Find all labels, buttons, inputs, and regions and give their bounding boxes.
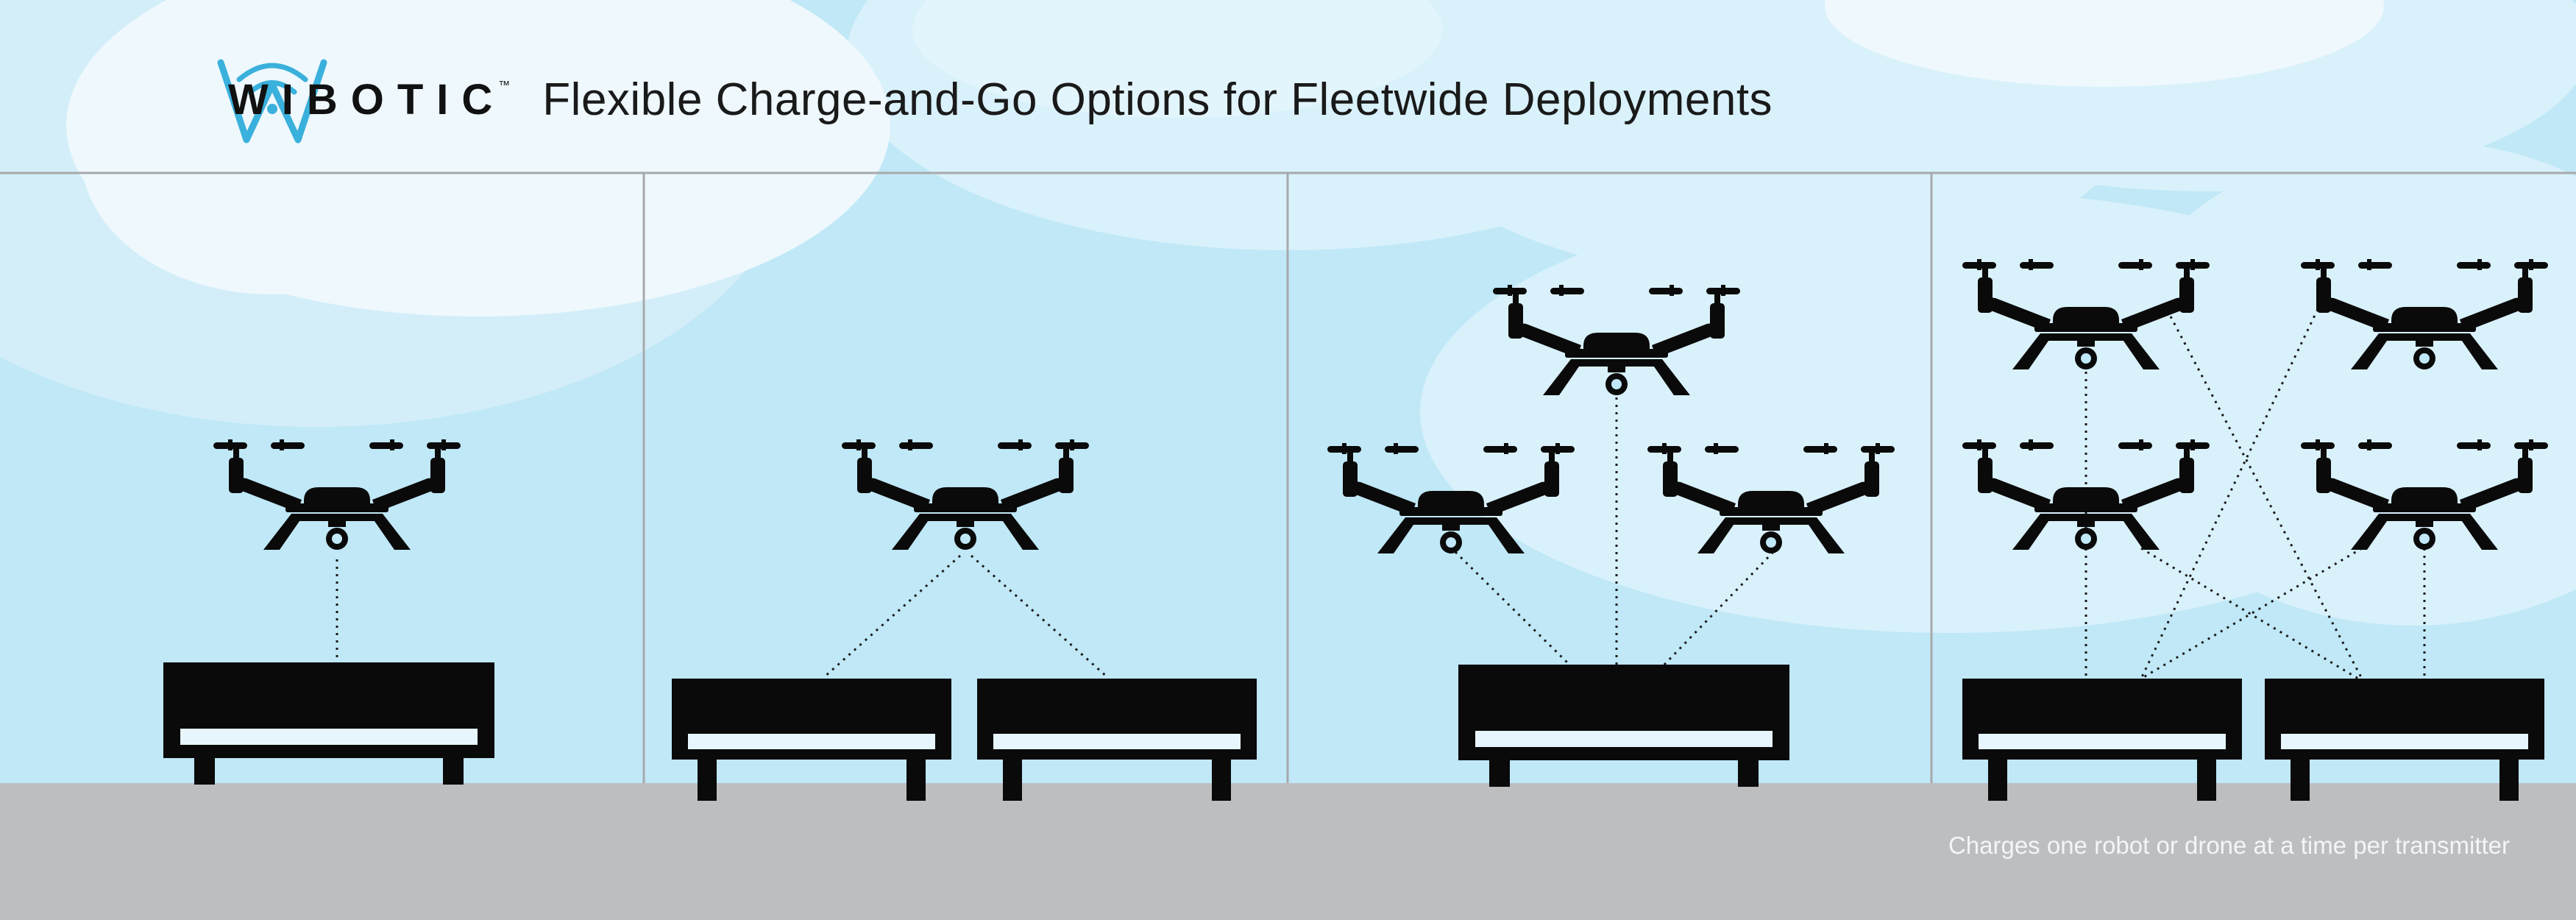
brand-name: WIBOTIC	[228, 75, 506, 124]
trademark: ™	[498, 79, 511, 92]
wibotic-logo-icon	[217, 59, 327, 144]
ground	[0, 783, 2576, 920]
caption: Charges one robot or drone at a time per…	[1948, 832, 2510, 859]
page-title: Flexible Charge-and-Go Options for Fleet…	[542, 74, 1773, 125]
panel-dividers	[0, 171, 2576, 783]
header: WIBOTIC ™ Flexible Charge-and-Go Options…	[213, 52, 1773, 147]
charging-links	[336, 308, 2426, 680]
